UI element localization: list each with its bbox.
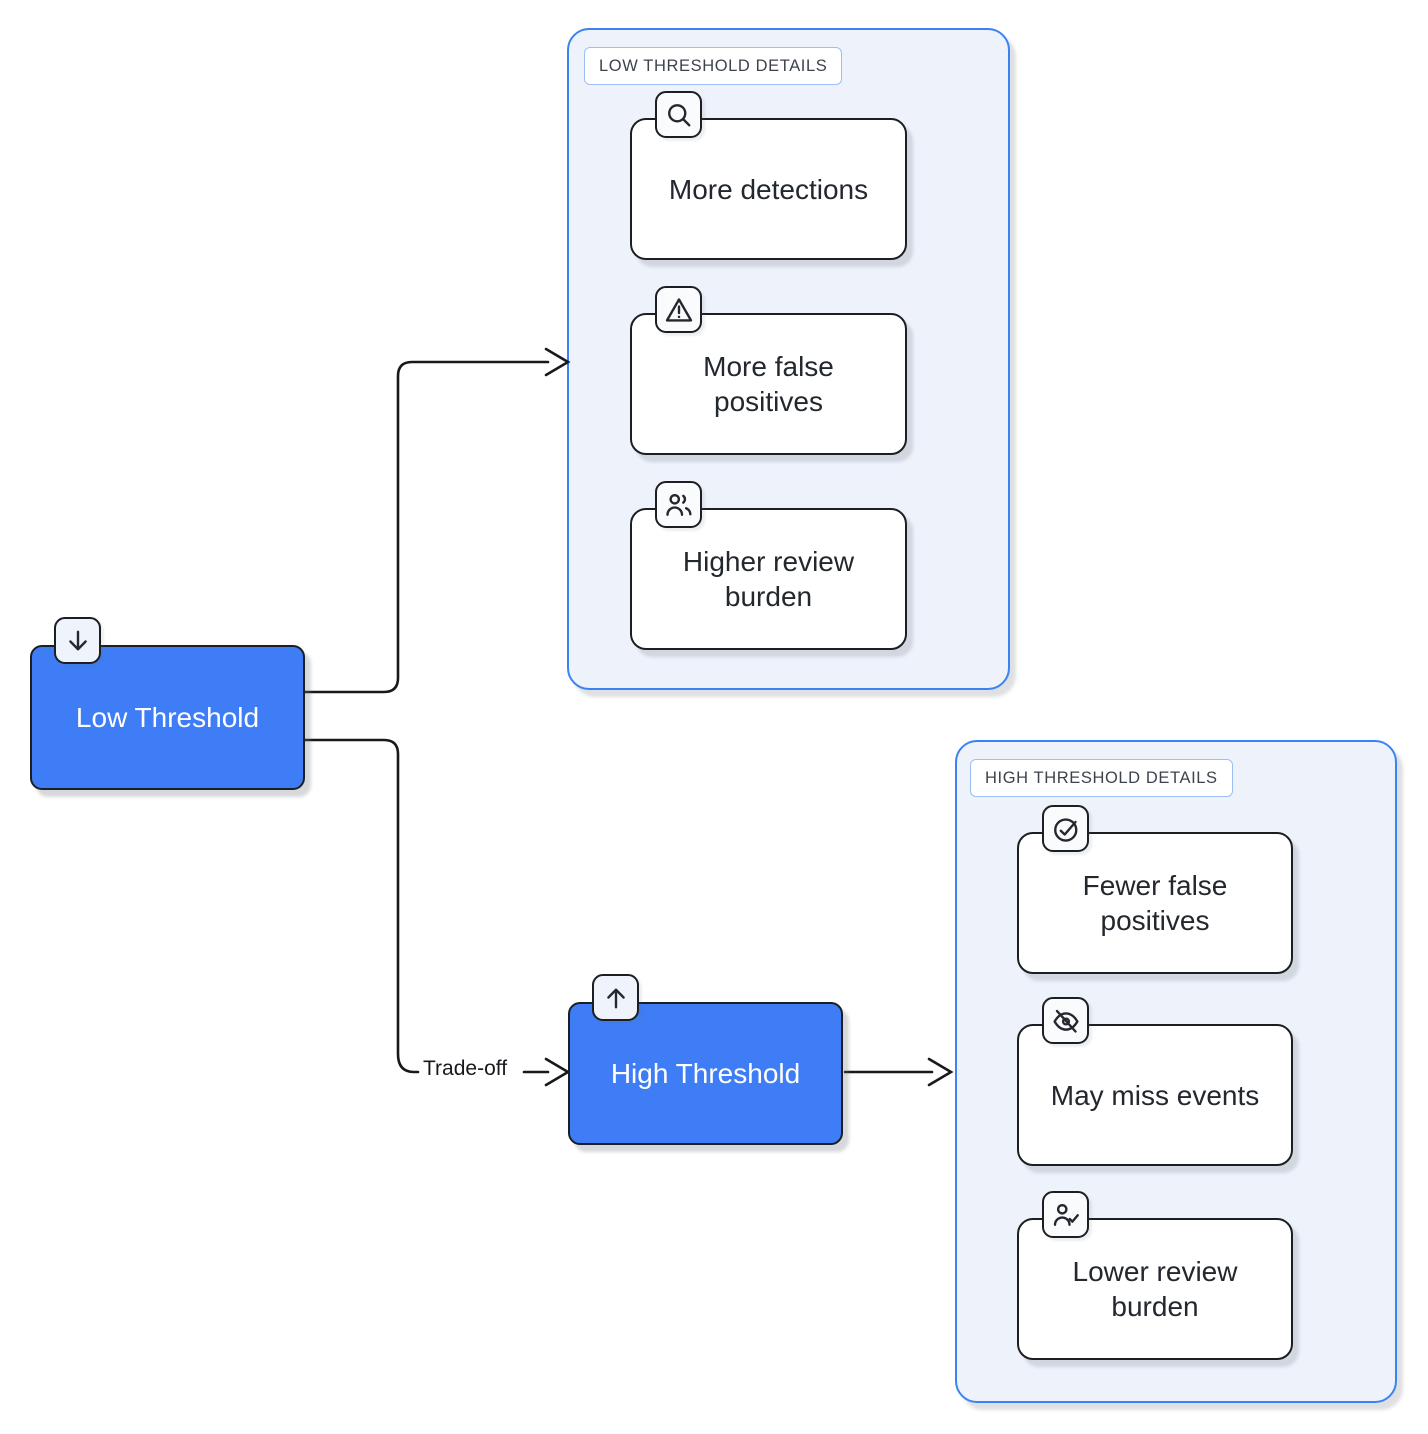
edge-low-to-low-details (303, 360, 550, 694)
arrowhead-high-threshold-icon (544, 1057, 571, 1087)
node-high-threshold: High Threshold (568, 974, 843, 1145)
warning-triangle-icon (655, 286, 702, 333)
user-check-icon (1042, 1191, 1089, 1238)
low-details-title: LOW THRESHOLD DETAILS (584, 47, 843, 85)
node-label: Low Threshold (75, 702, 260, 733)
users-icon (655, 481, 702, 528)
node-more-false-positives: More false positives (630, 286, 907, 455)
node-lower-review-burden: Lower review burden (1017, 1191, 1293, 1360)
node-low-threshold: Low Threshold (30, 617, 305, 790)
node-label: May miss events (1050, 1079, 1260, 1111)
node-label: Fewer false positives (1082, 870, 1228, 936)
edge-low-to-high-part1 (303, 738, 420, 1074)
node-may-miss-events: May miss events (1017, 997, 1293, 1166)
check-circle-icon (1042, 805, 1089, 852)
arrow-down-icon (54, 617, 101, 664)
node-more-detections: More detections (630, 91, 907, 260)
node-label: High Threshold (610, 1058, 801, 1089)
eye-off-icon (1042, 997, 1089, 1044)
arrowhead-high-details-icon (927, 1057, 954, 1087)
node-fewer-false-positives: Fewer false positives (1017, 805, 1293, 974)
node-label: Lower review burden (1072, 1256, 1238, 1322)
high-details-title: HIGH THRESHOLD DETAILS (970, 759, 1233, 797)
arrowhead-low-details-icon (544, 347, 571, 377)
arrow-up-icon (592, 974, 639, 1021)
node-label: Higher review burden (682, 546, 855, 612)
node-label: More false positives (703, 351, 834, 417)
node-label: More detections (668, 173, 869, 205)
edge-label-trade-off: Trade-off (421, 1057, 510, 1081)
search-icon (655, 91, 702, 138)
node-higher-review-burden: Higher review burden (630, 481, 907, 650)
